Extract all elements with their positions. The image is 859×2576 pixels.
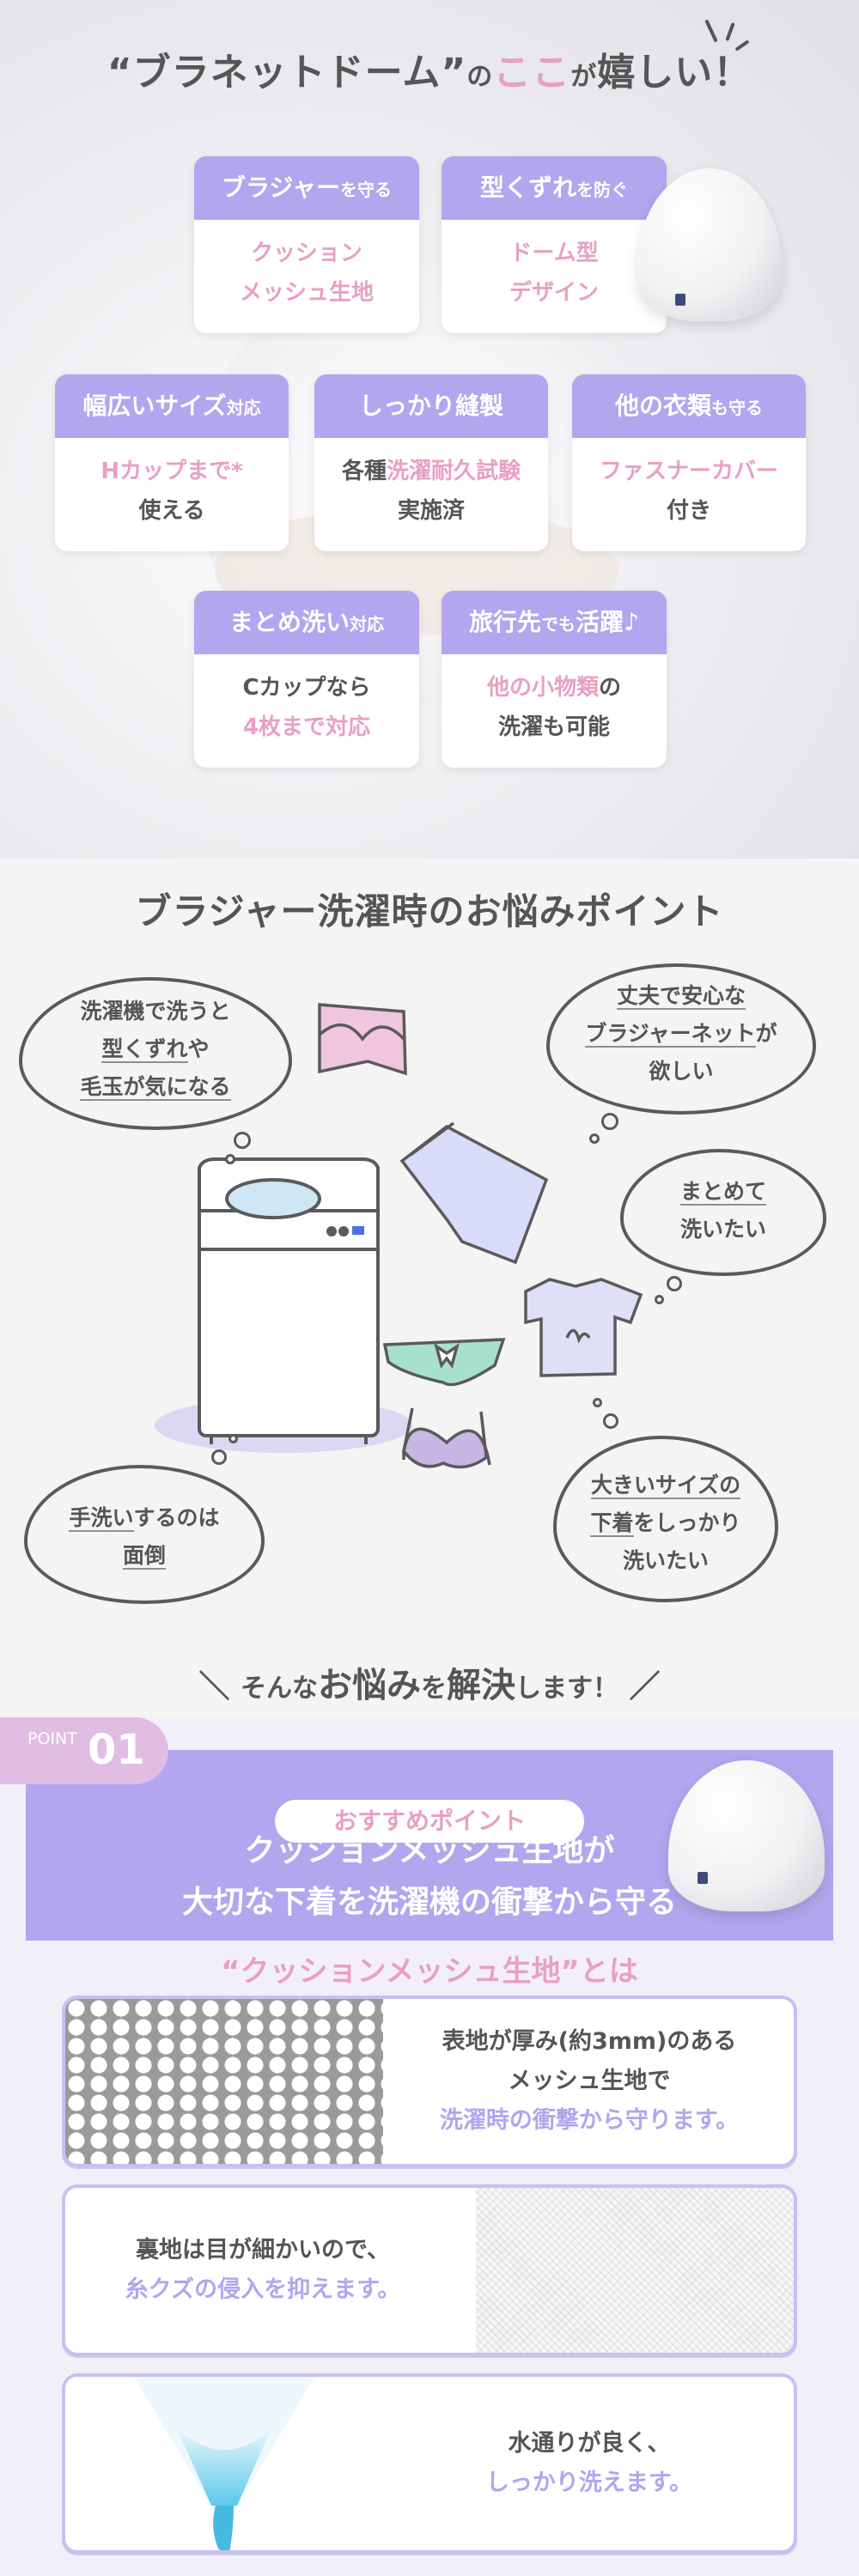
thought-bubble	[603, 1413, 618, 1429]
feature-card-body: 他の小物類の 洗濯も可能	[486, 675, 622, 740]
point-headline: クッションメッシュ生地が	[244, 1833, 615, 1868]
feature-card-body: Cカップなら 4枚まで対応	[242, 675, 371, 740]
water-flow-image	[65, 2377, 383, 2550]
thought-bubble	[667, 1276, 682, 1291]
feature-card-body: 各種洗濯耐久試験 実施済	[341, 459, 521, 524]
title-particle: が	[570, 62, 598, 92]
title-particle: の	[466, 62, 494, 92]
thought-bubble	[589, 1133, 600, 1144]
thought-bubble	[655, 1295, 664, 1304]
towel-icon	[399, 1121, 549, 1265]
feature-card-body: ドーム型 デザイン	[509, 240, 599, 306]
features-section: “ブラネットドーム”のここが嬉しい！ ブラジャーを守る クッション メッシュ生地…	[0, 0, 859, 859]
subheading: “クッションメッシュ生地”とは	[221, 1954, 638, 1989]
water-feature-text: 水通りが良く、 しっかり洗えます。	[485, 2430, 693, 2496]
thought-bubble	[234, 1132, 251, 1149]
feature-card-header: しっかり縫製	[314, 374, 548, 438]
worry-cloud: 丈夫で安心な ブラジャーネットが 欲しい	[546, 963, 816, 1115]
title-highlight: ここ	[493, 51, 571, 94]
sparkle-icon	[704, 19, 718, 43]
mesh-fabric-image	[65, 1999, 383, 2164]
feature-card-protect-bra: ブラジャーを守る クッション メッシュ生地	[194, 156, 419, 333]
thought-bubble	[225, 1154, 235, 1164]
tshirt-icon	[524, 1278, 643, 1377]
feature-card-body: Hカップまで* 使える	[101, 459, 243, 524]
point-headline: 大切な下着を洗濯機の衝撃から守る	[181, 1885, 677, 1920]
worry-cloud: 手洗いするのは 面倒	[24, 1465, 265, 1604]
feature-card-header: まとめ洗い対応	[194, 591, 419, 654]
title-tail: 嬉しい！	[597, 51, 752, 94]
close-quote: ”	[441, 51, 467, 94]
feature-card-sturdy-sewing: しっかり縫製 各種洗濯耐久試験 実施済	[314, 374, 548, 551]
mesh-feature-box: 表地が厚み(約3mm)のある メッシュ生地で 洗濯時の衝撃から守ります。	[62, 1996, 797, 2167]
worries-section: ブラジャー洗濯時のお悩みポイント	[0, 859, 859, 1717]
solve-caption: ＼ そんなお悩みを解決します！ ／	[198, 1666, 661, 1705]
feature-card-header: 型くずれを防ぐ	[442, 156, 667, 220]
thought-bubble	[601, 1113, 618, 1130]
point-01-section: POINT 01 おすすめポイント クッションメッシュ生地が 大切な下着を洗濯機…	[0, 1717, 859, 2576]
feature-card-body: クッション メッシュ生地	[239, 240, 374, 306]
worry-cloud: 洗濯機で洗うと 型くずれや 毛玉が気になる	[19, 977, 292, 1130]
net-label-tag	[675, 294, 685, 306]
net-dome-image	[637, 168, 782, 321]
lining-feature-text: 裏地は目が細かいので、 糸クズの侵入を抑えます。	[125, 2237, 401, 2303]
mesh-feature-text: 表地が厚み(約3mm)のある メッシュ生地で 洗濯時の衝撃から守ります。	[439, 2028, 740, 2134]
panties-icon	[382, 1338, 506, 1387]
feature-card-header: ブラジャーを守る	[194, 156, 419, 220]
section-title: ブラジャー洗濯時のお悩みポイント	[135, 890, 724, 933]
product-name: ブラネットドーム	[132, 51, 442, 94]
sparkle-icon	[725, 21, 735, 42]
lining-feature-box: 裏地は目が細かいので、 糸クズの侵入を抑えます。	[62, 2184, 797, 2356]
open-quote: “	[107, 51, 133, 94]
bra-icon	[318, 1003, 407, 1076]
thought-bubble	[211, 1449, 227, 1465]
point-tab: POINT 01	[0, 1717, 168, 1784]
thought-bubble	[228, 1434, 238, 1443]
feature-card-travel: 旅行先でも活躍♪ 他の小物類の 洗濯も可能	[442, 591, 667, 768]
recommend-pill: おすすめポイント	[275, 1800, 584, 1843]
worry-cloud: 大きいサイズの 下着をしっかり 洗いたい	[553, 1436, 778, 1602]
feature-card-protect-clothes: 他の衣類も守る ファスナーカバー 付き	[572, 374, 806, 551]
feature-card-bulk-wash: まとめ洗い対応 Cカップなら 4枚まで対応	[194, 591, 419, 768]
feature-card-header: 他の衣類も守る	[572, 374, 806, 438]
washing-machine-icon	[198, 1157, 380, 1444]
net-dome-image	[668, 1760, 825, 1911]
water-drop-icon	[134, 2377, 314, 2550]
feature-card-wide-size: 幅広いサイズ対応 Hカップまで* 使える	[55, 374, 289, 551]
fine-lining-image	[476, 2188, 794, 2353]
feature-card-header: 幅広いサイズ対応	[55, 374, 289, 438]
worry-cloud: まとめて 洗いたい	[620, 1149, 826, 1276]
section-title: “ブラネットドーム”のここが嬉しい！	[0, 41, 859, 96]
feature-card-prevent-deform: 型くずれを防ぐ ドーム型 デザイン	[442, 156, 667, 333]
laundry-illustration	[155, 1003, 643, 1469]
thought-bubble	[593, 1398, 602, 1407]
water-feature-box: 水通りが良く、 しっかり洗えます。	[62, 2373, 797, 2554]
feature-card-header: 旅行先でも活躍♪	[442, 591, 667, 654]
bra-purple-icon	[402, 1407, 491, 1469]
feature-card-body: ファスナーカバー 付き	[599, 459, 778, 524]
net-label-tag	[698, 1872, 708, 1884]
